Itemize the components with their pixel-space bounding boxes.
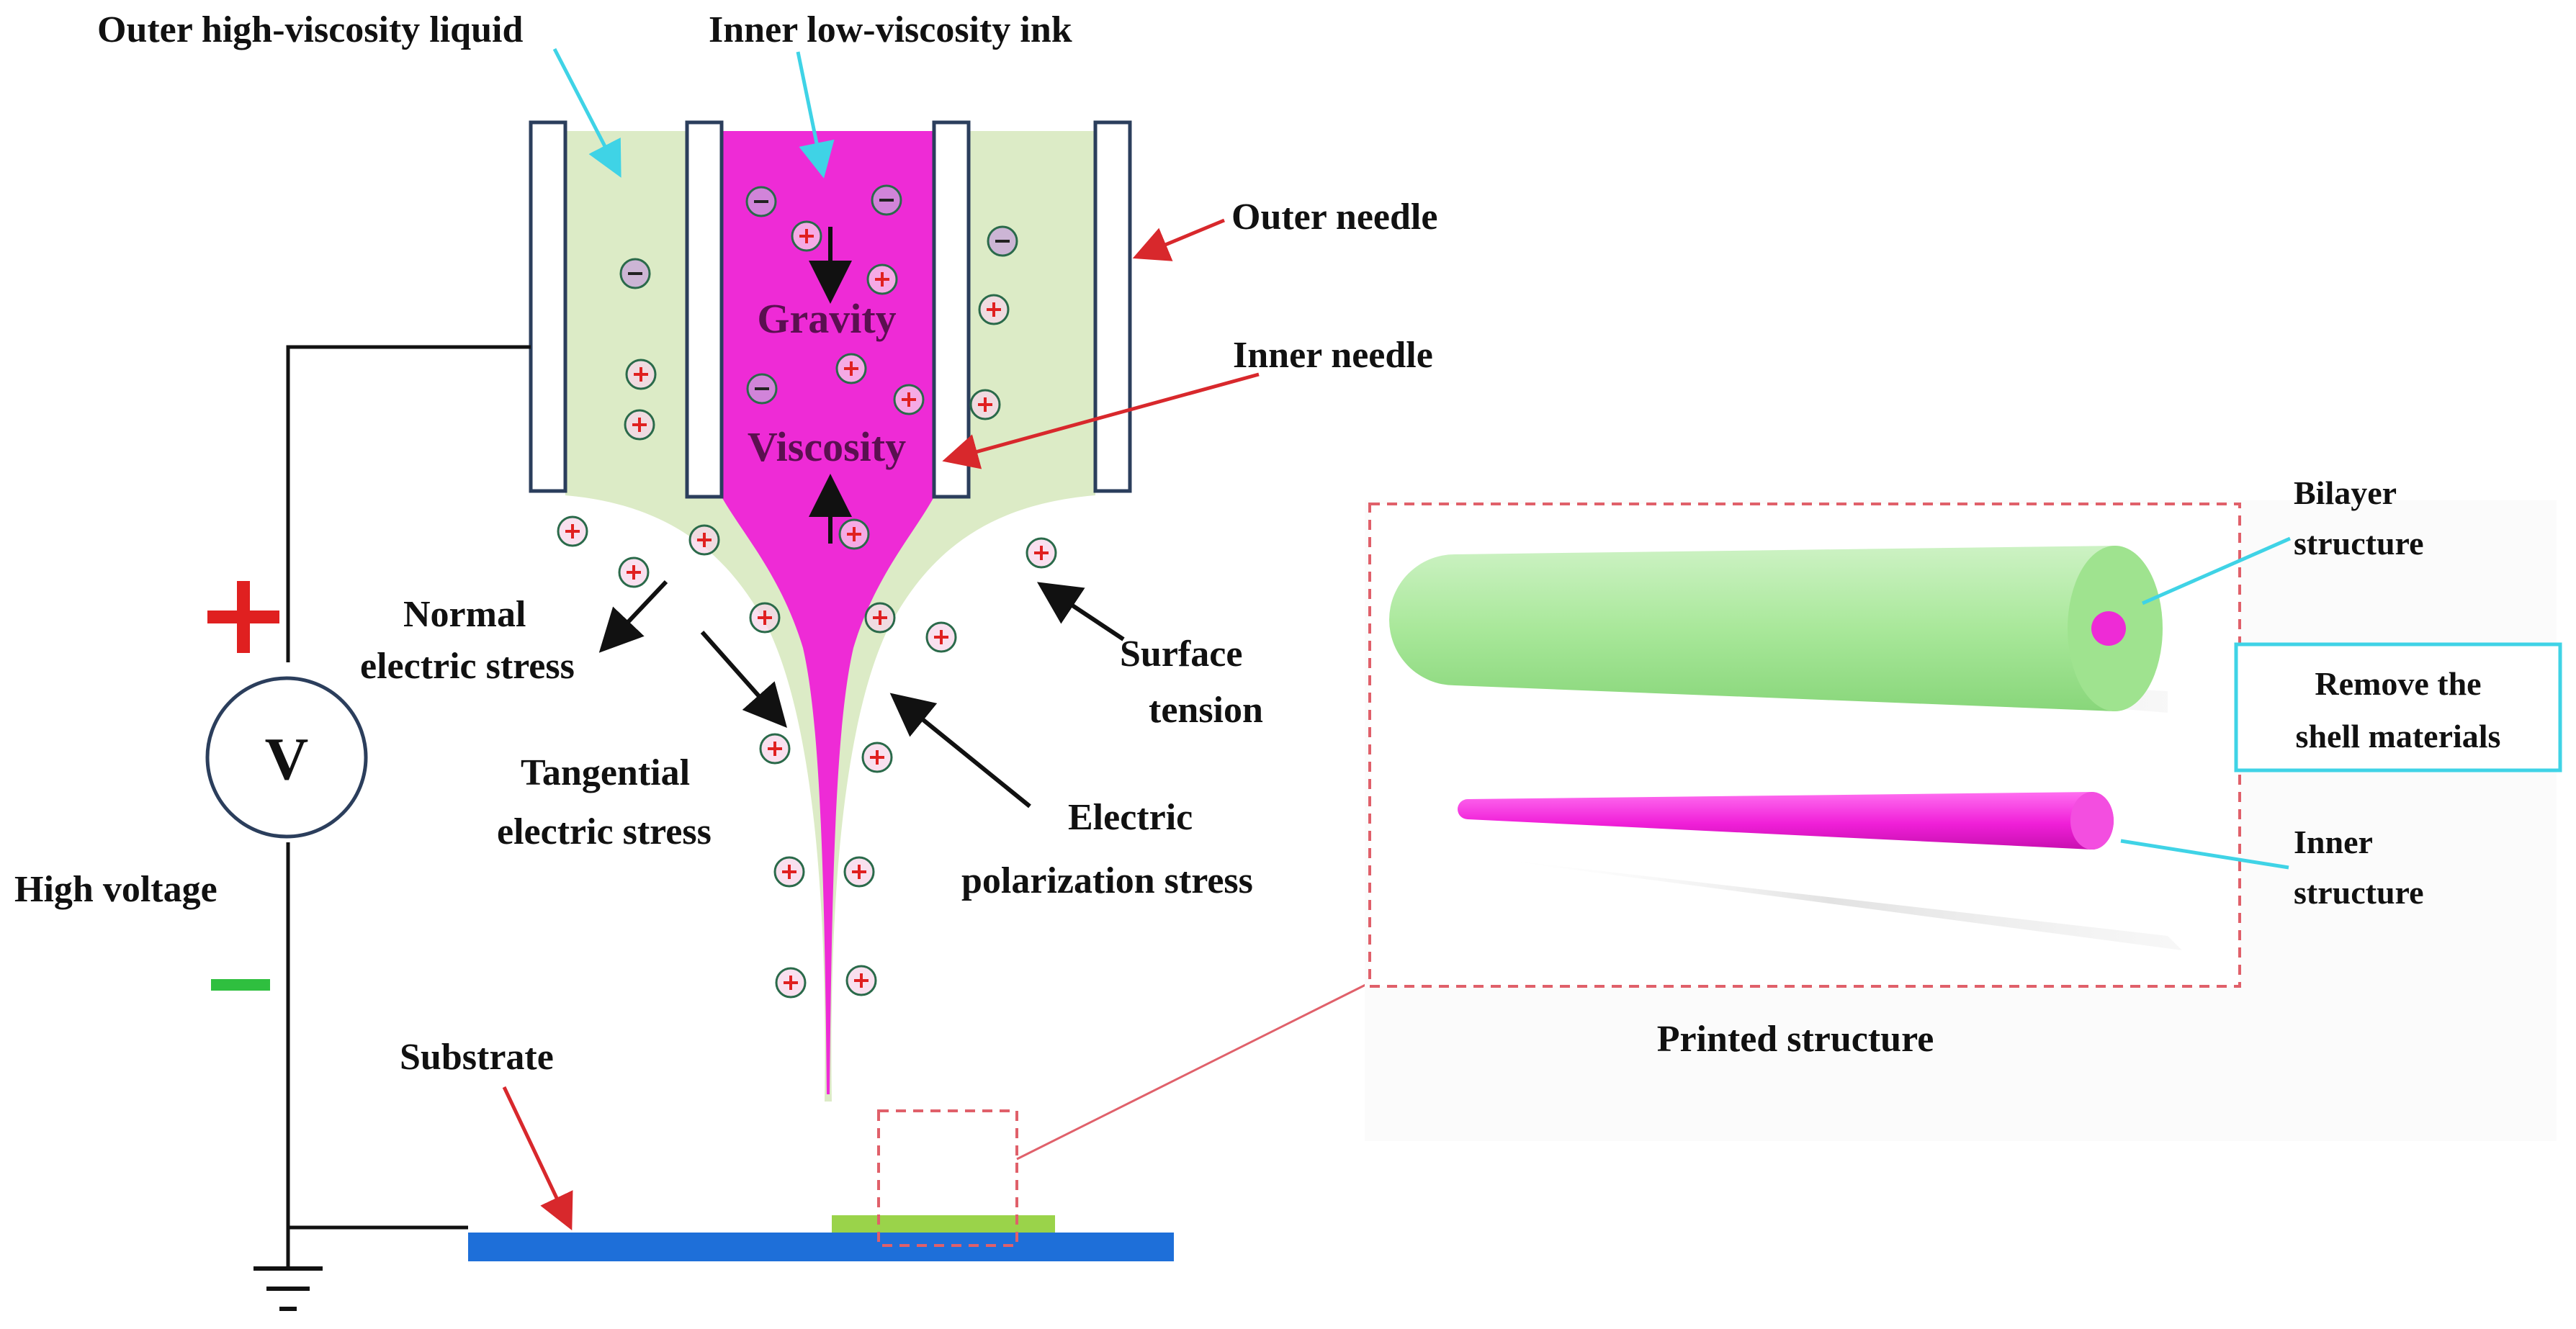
positive-charge-icon [1026, 537, 1057, 569]
positive-charge-icon [625, 359, 657, 390]
high-voltage-label: High voltage [14, 869, 217, 910]
inner-ink-pointer [796, 51, 835, 179]
bilayer-label-1: Bilayer [2294, 474, 2397, 511]
positive-charge-icon [969, 389, 1001, 420]
outer-needle-pointer [1132, 218, 1225, 261]
outer-needle-label: Outer needle [1231, 197, 1437, 238]
inner-needle-label: Inner needle [1233, 335, 1433, 376]
positive-charge-icon [838, 518, 870, 550]
outer-liquid-pointer [552, 48, 621, 178]
voltmeter-symbol: V [265, 726, 309, 793]
outer-liquid-label: Outer high-viscosity liquid [97, 9, 523, 50]
substrate-plate [468, 1233, 1174, 1261]
inner-structure-label-2: structure [2294, 874, 2424, 911]
surface-tension-label-2: tension [1149, 690, 1263, 731]
inner-ink-label: Inner low-viscosity ink [709, 9, 1072, 50]
negative-charge-icon [871, 184, 902, 216]
inner-needle-right-wall [932, 120, 971, 499]
positive-charge-icon [618, 557, 650, 588]
remove-shell-label-2: shell materials [2296, 718, 2501, 754]
inner-structure-pointer [2120, 839, 2289, 870]
positive-charge-icon [557, 515, 588, 547]
inner-structure-core [1458, 792, 2114, 850]
bilayer-label-2: structure [2294, 525, 2424, 562]
polarization-stress-arrow [889, 693, 1031, 808]
charges [557, 184, 1057, 999]
inner-ink-region [722, 131, 934, 1094]
bilayer-cylinder [1389, 546, 2163, 711]
wire-top [286, 345, 531, 662]
negative-charge-icon [987, 225, 1018, 257]
outer-needle-left-wall [529, 120, 567, 493]
printed-line-on-substrate [832, 1215, 1055, 1233]
positive-charge-icon [775, 967, 807, 999]
positive-charge-icon [688, 524, 720, 556]
inner-needle-left-wall [685, 120, 724, 499]
positive-charge-icon [759, 733, 791, 765]
positive-charge-icon [845, 965, 877, 996]
bilayer-pointer [2141, 536, 2292, 605]
bilayer-core-dot [2091, 611, 2126, 646]
viscosity-label: Viscosity [748, 423, 906, 470]
positive-charge-icon [749, 602, 781, 634]
positive-charge-icon [624, 409, 655, 441]
positive-charge-icon [835, 353, 867, 384]
remove-shell-box [2234, 642, 2562, 772]
positive-charge-icon [864, 602, 896, 634]
plus-sign-icon [207, 581, 279, 653]
tangential-stress-label-1: Tangential [521, 752, 690, 793]
ground-icon [253, 1266, 323, 1311]
remove-shell-label-1: Remove the [2315, 665, 2481, 702]
positive-charge-icon [773, 856, 805, 888]
printed-structure-label: Printed structure [1657, 1019, 1934, 1060]
surface-tension-label-1: Surface [1120, 634, 1242, 675]
negative-charge-icon [619, 258, 651, 289]
positive-charge-icon [925, 621, 957, 653]
inner-needle-pointer [942, 372, 1260, 469]
tangential-stress-label-2: electric stress [497, 811, 712, 852]
positive-charge-icon [843, 856, 875, 888]
outer-needle-right-wall [1093, 120, 1132, 493]
surface-tension-arrow [1037, 582, 1125, 641]
polarization-stress-label-1: Electric [1068, 797, 1193, 838]
normal-stress-arrow [598, 580, 668, 653]
positive-charge-icon [791, 220, 822, 252]
zoom-line [1016, 981, 1370, 1161]
circuit: V High voltage [14, 345, 531, 1311]
positive-charge-icon [866, 263, 898, 295]
detail-selection-box [877, 1109, 1018, 1247]
negative-charge-icon [746, 373, 778, 405]
positive-charge-icon [861, 742, 893, 773]
inner-structure-label-1: Inner [2294, 824, 2373, 860]
negative-charge-icon [745, 186, 777, 217]
minus-sign-icon [211, 979, 270, 991]
wire-bottom [286, 842, 468, 1230]
positive-charge-icon [978, 294, 1010, 325]
voltmeter-icon [205, 676, 368, 839]
gravity-label: Gravity [757, 295, 896, 342]
inner-shadow [1476, 857, 2182, 950]
positive-charge-icon [893, 384, 925, 415]
normal-stress-label-1: Normal [403, 594, 526, 635]
tangential-stress-arrow [700, 631, 787, 728]
polarization-stress-label-2: polarization stress [961, 860, 1253, 901]
substrate-label: Substrate [400, 1037, 554, 1078]
normal-stress-label-2: electric stress [360, 646, 575, 687]
substrate-pointer [502, 1086, 573, 1231]
